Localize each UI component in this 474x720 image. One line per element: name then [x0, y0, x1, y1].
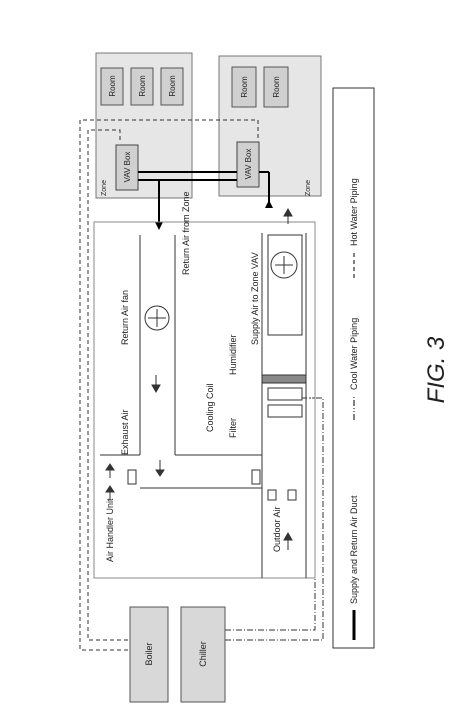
zone-b-label: Zone: [305, 180, 312, 196]
room-label: Room: [138, 75, 147, 97]
vav-box-b-label: VAV Box: [244, 149, 253, 180]
room-label: Room: [272, 76, 281, 98]
legend-hot-water-label: Hot Water Piping: [349, 178, 359, 246]
room-box: [130, 67, 154, 106]
ahu-duct-walls: [100, 233, 307, 578]
room-box: [160, 67, 184, 106]
zone-a-label: Zone: [101, 180, 108, 196]
chiller-label: Chiller: [198, 641, 208, 667]
legend-box: [332, 87, 375, 649]
air-handler-unit-label: Air Handler Unit: [105, 498, 115, 562]
supply-air-to-zone-vav-label: Supply Air to Zone VAV: [250, 252, 260, 345]
boiler-box: [129, 606, 169, 703]
supply-fan-housing: [267, 234, 303, 336]
hot-water-piping: [79, 119, 259, 651]
room-label: Room: [108, 75, 117, 97]
filter-icon: [267, 404, 303, 418]
vav-box-a-label: VAV Box: [123, 152, 132, 183]
zone-a-rooms: Room Room Room: [100, 67, 184, 106]
cooling-coil-icon: [267, 387, 303, 401]
filter-label: Filter: [228, 418, 238, 438]
humidifier-icon: [261, 374, 307, 384]
chiller-box: [180, 606, 226, 703]
humidifier-label: Humidifier: [228, 334, 238, 375]
outdoor-air-label: Outdoor Air: [272, 506, 282, 552]
duct-connections: [138, 171, 270, 225]
return-air-from-zone-label: Return Air from Zone: [181, 191, 191, 275]
arrow-icon: [155, 222, 163, 230]
room-label: Room: [240, 76, 249, 98]
exhaust-air-label: Exhaust Air: [120, 409, 130, 455]
vav-box-a: [115, 144, 139, 191]
flow-arrows: [105, 207, 293, 550]
legend-duct-label: Supply and Return Air Duct: [349, 495, 359, 604]
vav-box-b: [236, 141, 260, 188]
legend-cool-water-label: Cool Water Piping: [349, 318, 359, 390]
return-air-fan-label: Return Air fan: [120, 290, 130, 345]
cooling-coil-label: Cooling Coil: [205, 383, 215, 432]
dampers: [127, 469, 297, 501]
boiler-label: Boiler: [144, 642, 154, 665]
room-box: [263, 66, 289, 108]
zone-b-rooms: Room Room: [231, 66, 289, 108]
air-handler-unit-box: [93, 221, 316, 579]
room-box: [100, 67, 124, 106]
figure-label: FIG. 3: [423, 336, 450, 403]
room-label: Room: [168, 75, 177, 97]
room-box: [231, 66, 257, 108]
arrow-icon: [265, 200, 273, 208]
